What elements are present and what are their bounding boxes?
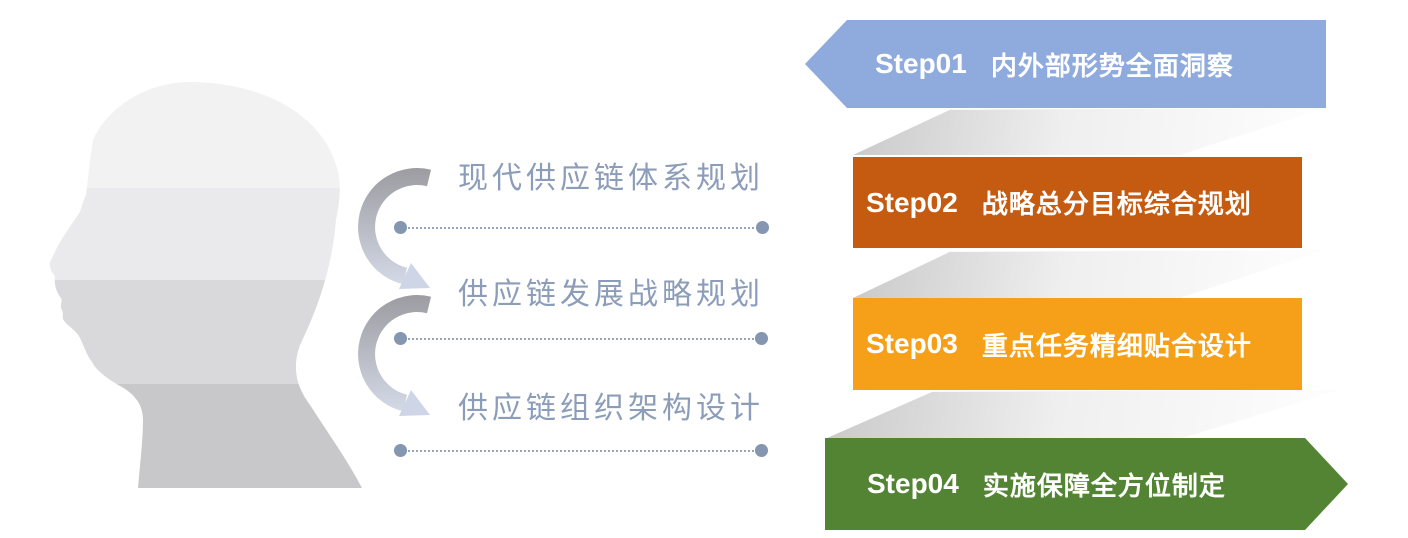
curved-arrows xyxy=(350,155,460,455)
middle-item-label-3: 供应链组织架构设计 xyxy=(458,392,764,425)
ribbon-fold-2 xyxy=(853,250,1325,298)
step-banner-1: Step01 内外部形势全面洞察 xyxy=(805,20,1326,108)
dotted-connector-3 xyxy=(394,444,768,457)
step-label-1: 内外部形势全面洞察 xyxy=(990,50,1234,81)
curved-arrow-icon-2 xyxy=(367,304,430,416)
step-number-1: Step01 xyxy=(875,48,967,79)
step-number-4: Step04 xyxy=(867,468,959,499)
ribbon-fold-1 xyxy=(853,108,1325,155)
step-label-2: 战略总分目标综合规划 xyxy=(981,189,1252,219)
middle-item-label-2: 供应链发展战略规划 xyxy=(458,278,764,311)
head-band-4 xyxy=(49,384,363,488)
dotted-connector-2 xyxy=(394,332,768,345)
middle-item-label-1: 现代供应链体系规划 xyxy=(458,162,764,195)
ribbon-fold-3 xyxy=(827,390,1340,438)
head-band-1 xyxy=(49,82,363,188)
step-banner-3: Step03 重点任务精细贴合设计 xyxy=(853,298,1302,390)
step-banner-2: Step02 战略总分目标综合规划 xyxy=(853,157,1302,248)
head-silhouette-icon xyxy=(49,82,363,488)
step-number-3: Step03 xyxy=(866,328,958,359)
step-label-3: 重点任务精细贴合设计 xyxy=(981,330,1252,361)
dotted-connector-1 xyxy=(394,221,769,234)
head-band-3 xyxy=(49,280,363,384)
step-label-4: 实施保障全方位制定 xyxy=(982,470,1226,501)
step-number-2: Step02 xyxy=(866,186,958,218)
step-banner-4: Step04 实施保障全方位制定 xyxy=(825,438,1348,530)
head-band-2 xyxy=(49,188,363,280)
